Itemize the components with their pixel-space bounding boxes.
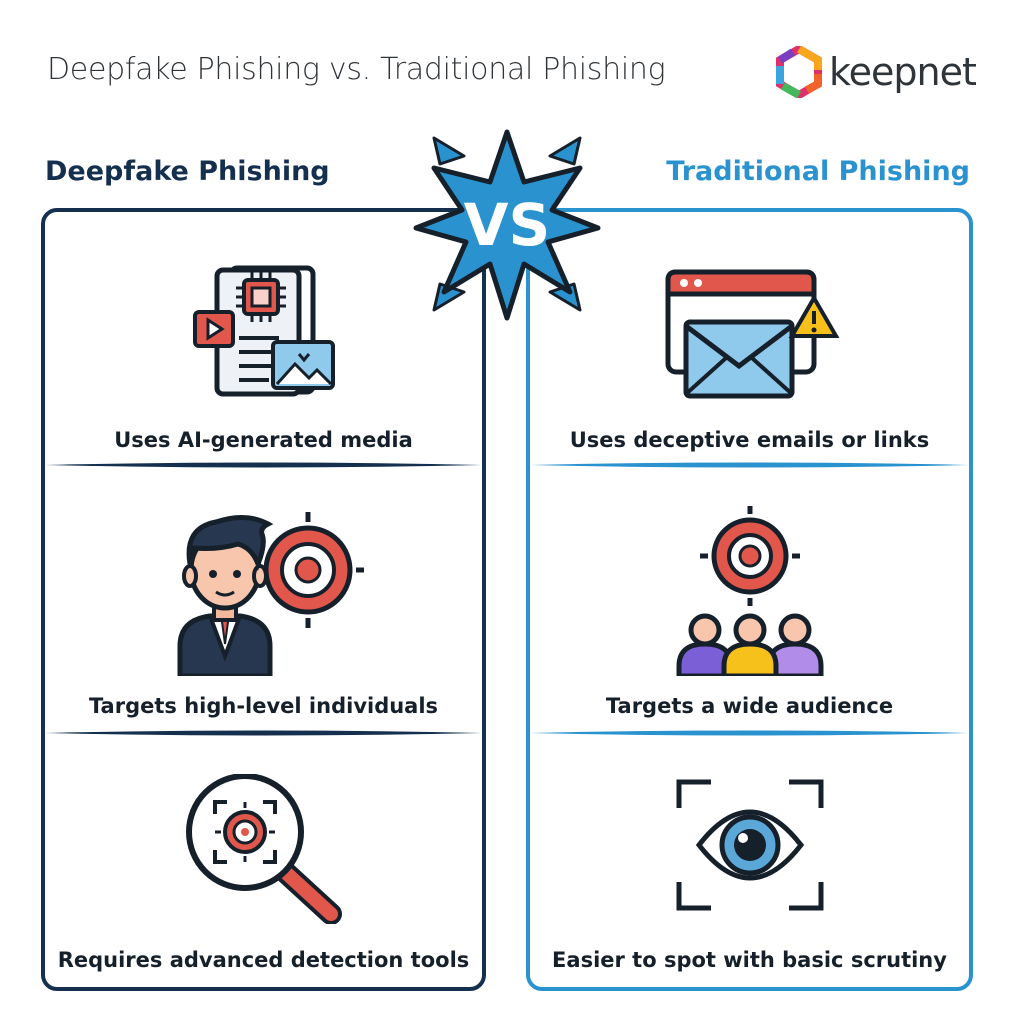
traditional-heading: Traditional Phishing (666, 156, 970, 187)
cell-label: Targets high-level individuals (88, 694, 439, 718)
magnifier-target-icon (185, 774, 342, 924)
deepfake-heading: Deepfake Phishing (45, 156, 330, 187)
deepfake-panel: Uses AI-generated media Targets high-lev… (41, 208, 486, 991)
deepfake-item-3: Requires advanced detection tools (45, 738, 482, 988)
traditional-item-2: Targets a wide audience (530, 470, 969, 732)
keepnet-logo-icon (776, 46, 822, 98)
logo-text: keepnet (829, 50, 977, 94)
traditional-panel: Uses deceptive emails or links Targets a… (526, 208, 973, 991)
divider (45, 730, 482, 736)
cell-label: Requires advanced detection tools (57, 948, 470, 972)
email-warning-icon (665, 269, 839, 399)
deepfake-item-2: Targets high-level individuals (45, 470, 482, 732)
keepnet-logo: keepnet (773, 44, 977, 100)
divider (530, 462, 969, 468)
ai-media-document-icon (192, 265, 335, 397)
vs-burst-badge: VS (413, 129, 601, 321)
traditional-item-1: Uses deceptive emails or links (530, 212, 969, 466)
cell-label: Easier to spot with basic scrutiny (552, 948, 947, 972)
burst-rays (432, 136, 582, 312)
cell-label: Uses deceptive emails or links (569, 428, 930, 452)
cell-label: Targets a wide audience (605, 694, 894, 718)
divider (530, 730, 969, 736)
eye-scan-icon (676, 779, 823, 911)
divider (45, 462, 482, 468)
audience-target-icon (676, 506, 823, 676)
cell-label: Uses AI-generated media (114, 428, 413, 452)
deepfake-item-1: Uses AI-generated media (45, 212, 482, 466)
traditional-item-3: Easier to spot with basic scrutiny (530, 738, 969, 988)
burst-star (413, 129, 601, 321)
page-title: Deepfake Phishing vs. Traditional Phishi… (47, 52, 666, 87)
executive-target-icon (177, 512, 364, 676)
vs-label: VS (464, 191, 551, 259)
